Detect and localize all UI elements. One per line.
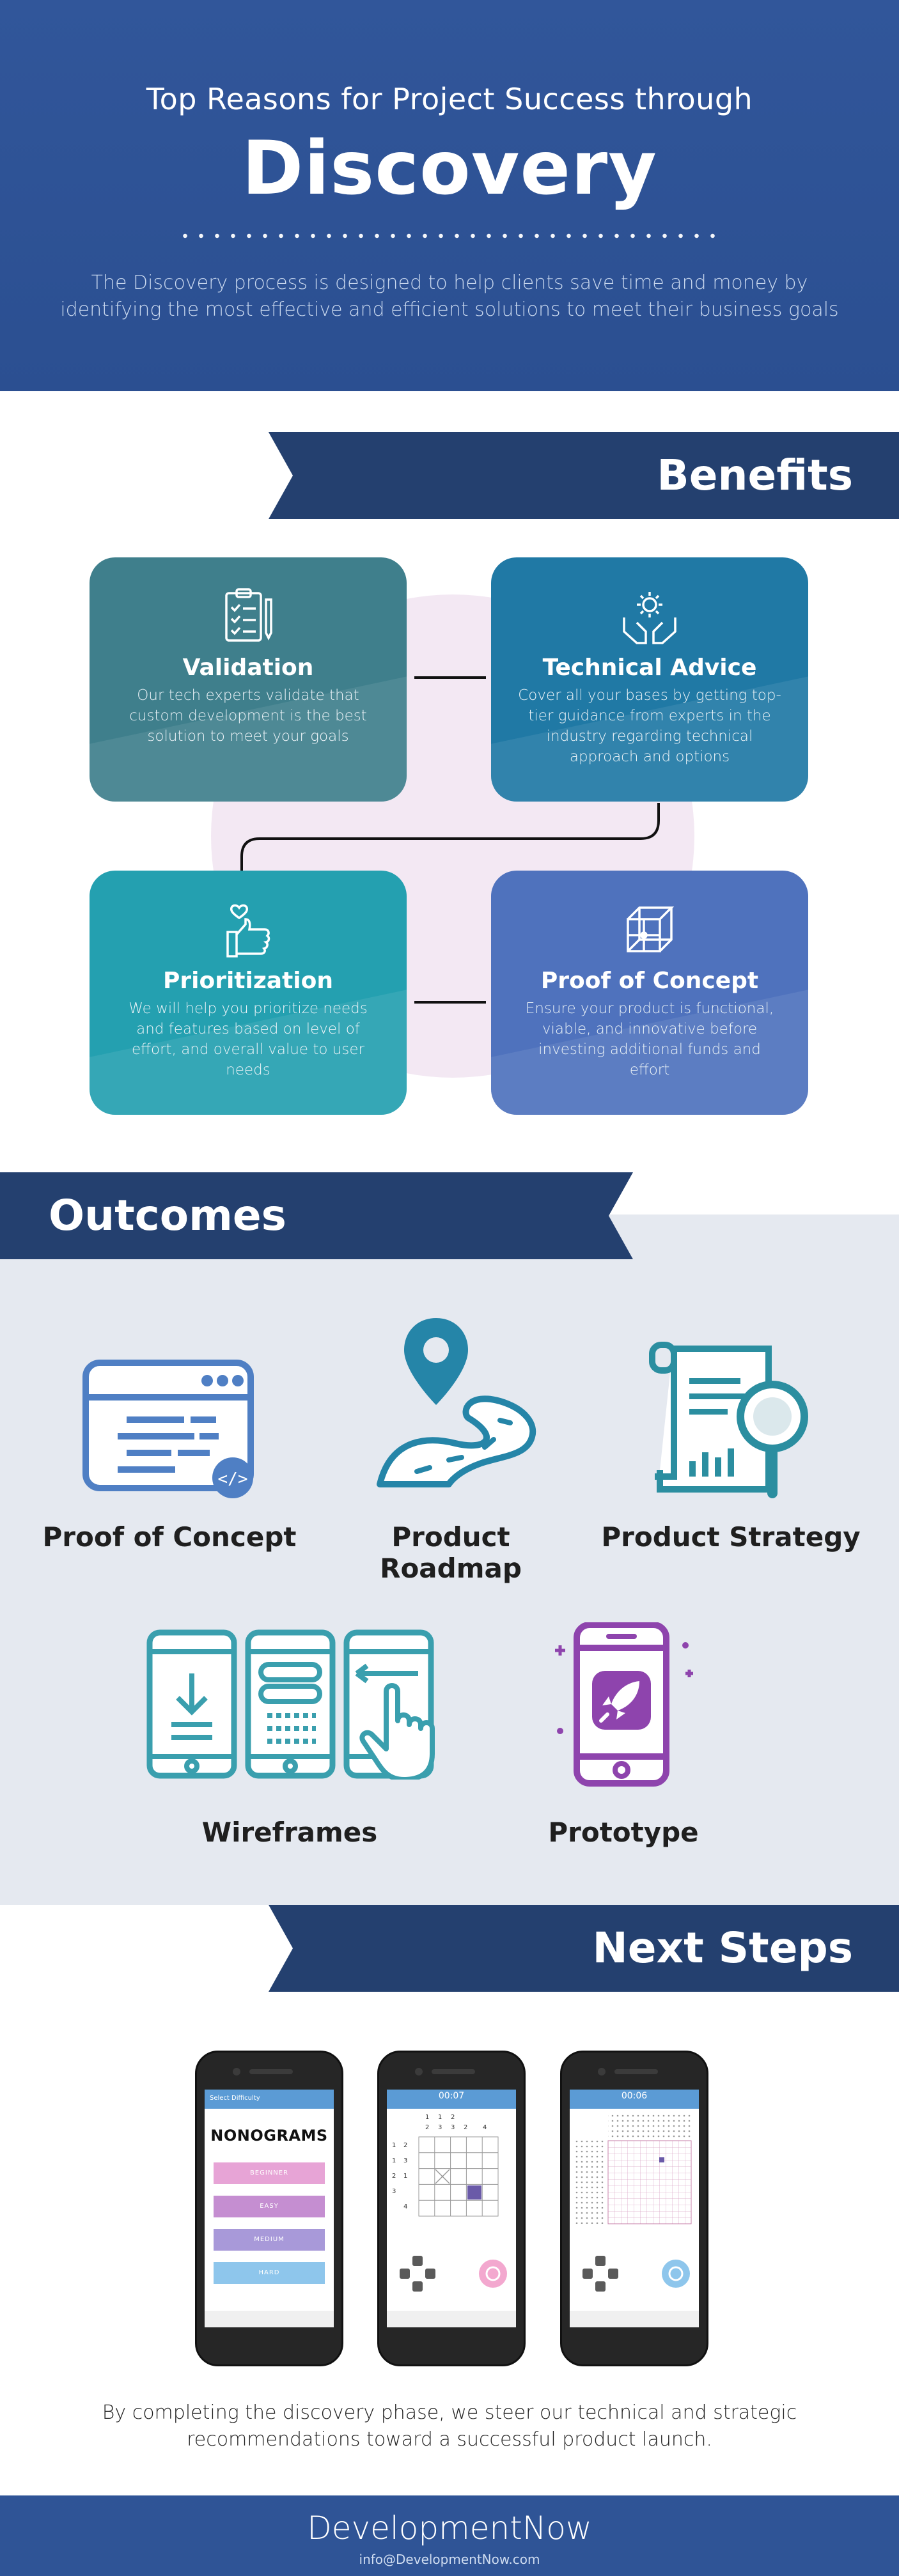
- benefit-card-prioritization: Prioritization We will help you prioriti…: [90, 871, 407, 1115]
- phone-screen: 00:06: [570, 2090, 699, 2327]
- outcomes-ribbon: Outcomes: [0, 1172, 633, 1259]
- difficulty-beginner-button[interactable]: BEGINNER: [214, 2162, 325, 2184]
- next-steps-heading: Next Steps: [592, 1923, 853, 1973]
- benefit-text: Our tech experts validate that custom de…: [129, 687, 367, 745]
- benefit-title: Prioritization: [162, 968, 333, 994]
- app-bar: 00:07: [387, 2090, 516, 2109]
- outcome-label: Wireframes: [201, 1817, 378, 1848]
- benefit-card-proof-of-concept: Proof of Concept Ensure your product is …: [491, 871, 808, 1115]
- system-nav-bar: [387, 2311, 516, 2327]
- svg-text:4: 4: [403, 2203, 407, 2210]
- next-steps-ribbon: Next Steps: [269, 1905, 899, 1992]
- title-top: Top Reasons for Project Success through: [146, 82, 753, 116]
- svg-text:3: 3: [451, 2124, 455, 2131]
- cube-icon: [491, 899, 808, 960]
- svg-text:1: 1: [438, 2114, 442, 2121]
- svg-text:4: 4: [483, 2124, 487, 2131]
- app-bar-title: Select Difficulty: [210, 2095, 260, 2102]
- camera: [598, 2068, 606, 2076]
- puzzle-timer: 00:07: [438, 2091, 465, 2101]
- svg-text:2: 2: [451, 2114, 455, 2121]
- outcome-label: Proof of Concept: [42, 1521, 297, 1553]
- svg-text:2: 2: [403, 2142, 407, 2149]
- brand-name: DevelopmentNow: [307, 2510, 592, 2547]
- speaker: [249, 2069, 293, 2074]
- title-main: Discovery: [242, 125, 657, 212]
- speaker: [432, 2069, 475, 2074]
- benefits-ribbon: Benefits: [269, 432, 899, 519]
- thumbs-up-heart-icon: [90, 899, 407, 960]
- difficulty-hard-button[interactable]: HARD: [214, 2262, 325, 2284]
- svg-text:3: 3: [438, 2124, 442, 2131]
- benefit-card-technical-advice: Technical Advice Cover all your bases by…: [491, 557, 808, 802]
- puzzle-timer: 00:06: [621, 2091, 648, 2101]
- app-bar: Select Difficulty: [205, 2090, 334, 2109]
- road-pin-icon: [377, 1318, 536, 1487]
- phone-mockup-menu: Select Difficulty NONOGRAMS BEGINNER EAS…: [195, 2051, 343, 2366]
- svg-text:1: 1: [403, 2173, 407, 2180]
- connector-curve: [240, 803, 660, 872]
- closing-statement: By completing the discovery phase, we st…: [102, 2401, 797, 2451]
- svg-text:1: 1: [392, 2142, 396, 2149]
- system-nav-bar: [205, 2311, 334, 2327]
- footer: DevelopmentNow info@DevelopmentNow.com: [0, 2495, 899, 2576]
- document-magnifier-icon: [649, 1342, 808, 1498]
- benefit-card-validation: Validation Our tech experts validate tha…: [90, 557, 407, 802]
- app-bar: 00:06: [570, 2090, 699, 2109]
- benefit-text: Ensure your product is functional, viabl…: [525, 1000, 774, 1078]
- phone-mockup-puzzle-large: 00:06: [560, 2051, 708, 2366]
- svg-text:3: 3: [403, 2157, 407, 2164]
- header-subtitle: The Discovery process is designed to hel…: [60, 272, 839, 321]
- difficulty-medium-button[interactable]: MEDIUM: [214, 2229, 325, 2251]
- svg-text:3: 3: [392, 2188, 396, 2195]
- svg-text:2: 2: [425, 2124, 429, 2131]
- clipboard-checklist-icon: [90, 586, 407, 647]
- svg-text:2: 2: [392, 2173, 396, 2180]
- outcome-label: Product Strategy: [601, 1521, 861, 1553]
- benefit-title: Validation: [182, 655, 314, 681]
- benefit-title: Technical Advice: [542, 655, 757, 681]
- contact-email-link[interactable]: info@DevelopmentNow.com: [359, 2552, 540, 2567]
- dotted-divider: [177, 233, 722, 238]
- benefits-heading: Benefits: [657, 451, 853, 500]
- browser-code-icon: </>: [82, 1360, 254, 1498]
- svg-text:1: 1: [392, 2157, 396, 2164]
- header-banner: Top Reasons for Project Success through …: [0, 0, 899, 391]
- outcome-label: Prototype: [548, 1817, 699, 1848]
- difficulty-easy-button[interactable]: EASY: [214, 2196, 325, 2217]
- connector-line: [414, 676, 486, 679]
- benefit-text: Cover all your bases by getting top-tier…: [518, 687, 781, 765]
- connector-line: [414, 1001, 486, 1004]
- benefit-title: Proof of Concept: [540, 968, 759, 994]
- puzzle-grid: [574, 2113, 692, 2292]
- benefit-text: We will help you prioritize needs and fe…: [129, 1000, 368, 1078]
- camera: [233, 2068, 240, 2076]
- nonograms-title: NONOGRAMS: [210, 2127, 328, 2145]
- hands-gear-icon: [491, 586, 808, 647]
- svg-text:</>: </>: [218, 1470, 248, 1489]
- speaker: [614, 2069, 658, 2074]
- phone-screen: Select Difficulty NONOGRAMS BEGINNER EAS…: [205, 2090, 334, 2327]
- svg-text:1: 1: [425, 2114, 429, 2121]
- phone-rocket-icon: [555, 1622, 693, 1787]
- outcome-label: Product Roadmap: [380, 1521, 522, 1584]
- svg-text:2: 2: [464, 2124, 467, 2131]
- system-nav-bar: [570, 2311, 699, 2327]
- camera: [415, 2068, 423, 2076]
- outcomes-heading: Outcomes: [49, 1191, 286, 1240]
- phone-wireframes-icon: [146, 1629, 435, 1780]
